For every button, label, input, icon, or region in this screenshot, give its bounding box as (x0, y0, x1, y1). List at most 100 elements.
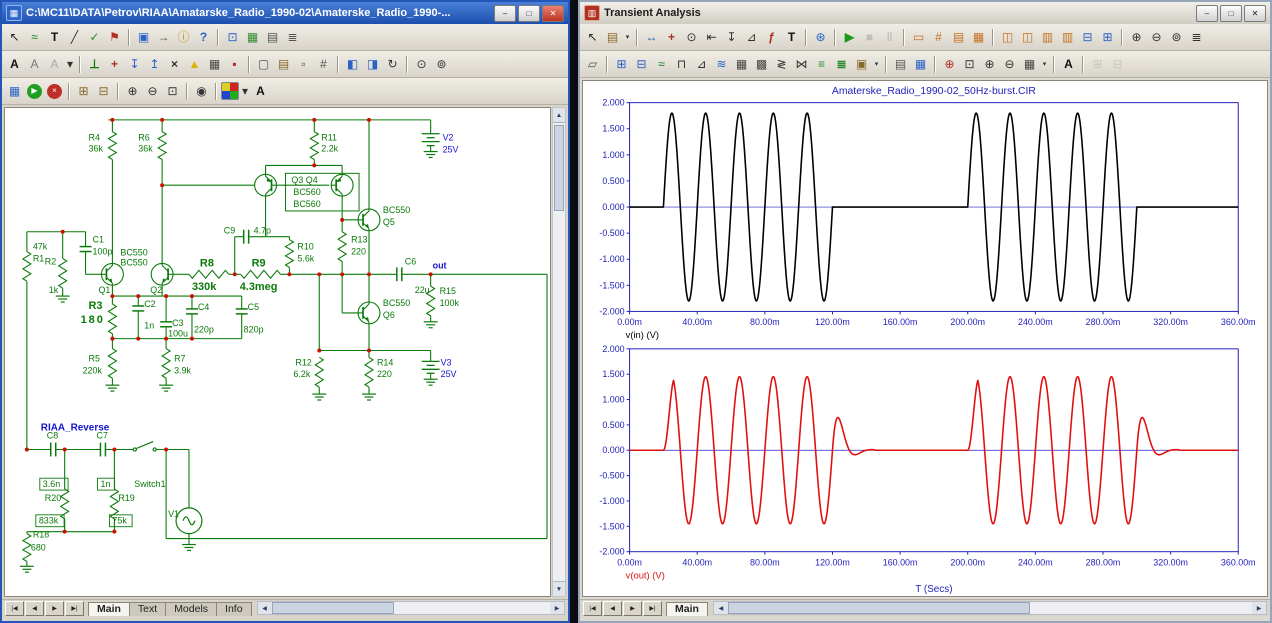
node-dot-icon[interactable]: ▪ (225, 55, 244, 74)
scale-mode-icon[interactable]: ↔ (642, 28, 661, 47)
minimize-button[interactable]: – (494, 5, 516, 22)
analysis-title-bar[interactable]: ▥ Transient Analysis – □ ✕ (580, 2, 1270, 24)
panel-two-icon[interactable]: ◫ (1018, 28, 1037, 47)
schematic-label[interactable]: 5.6k (297, 253, 314, 263)
schematic-label[interactable]: R7 (174, 353, 185, 363)
resistor[interactable] (23, 534, 31, 562)
fourier-icon[interactable]: ƒ (762, 28, 781, 47)
resistor[interactable] (59, 258, 67, 288)
overlay-plots-icon[interactable]: ⊟ (1078, 28, 1097, 47)
schematic-label[interactable]: R9 (252, 257, 266, 269)
open-file-icon[interactable]: ▤ (603, 28, 622, 47)
schematic-label[interactable]: 3.9k (174, 365, 191, 375)
schematic-label[interactable]: C1 (93, 235, 104, 245)
schematic-label[interactable]: 833k (39, 516, 59, 526)
horizontal-tag-icon[interactable]: ⇤ (702, 28, 721, 47)
graphics-mode-icon[interactable]: ╱ (65, 28, 84, 47)
clipboard-icon-dropdown[interactable]: ▾ (872, 55, 881, 74)
compare-icon[interactable]: ≷ (772, 55, 791, 74)
resistor[interactable] (61, 489, 69, 519)
find-next-icon[interactable]: ⊚ (432, 55, 451, 74)
delete-tool-icon[interactable]: × (165, 55, 184, 74)
schematic-label[interactable]: R18 (33, 530, 49, 540)
schematic-label[interactable]: 180 (81, 314, 105, 326)
text-mode-icon[interactable]: T (45, 28, 64, 47)
grid-toggle-icon[interactable]: ▦ (205, 55, 224, 74)
prev-tab-button[interactable]: ◀ (25, 601, 44, 616)
next-tab-button[interactable]: ▶ (623, 601, 642, 616)
schematic-label[interactable]: BC550 (383, 298, 410, 308)
last-tab-button[interactable]: ▶| (65, 601, 84, 616)
current-probe-icon[interactable]: ↧ (125, 55, 144, 74)
schematic-label[interactable]: R2 (45, 256, 56, 266)
grid-text-icon[interactable]: A (45, 55, 64, 74)
schematic-label[interactable]: R19 (118, 493, 134, 503)
slope-tag-icon[interactable]: ⊿ (742, 28, 761, 47)
battery[interactable] (422, 361, 440, 373)
resistor[interactable] (315, 357, 323, 387)
schematic-label[interactable]: 2.2k (321, 144, 338, 154)
schematic-label[interactable]: C4 (198, 302, 209, 312)
schematic-label[interactable]: C7 (96, 431, 107, 441)
schematic-label[interactable]: R10 (297, 242, 313, 252)
help-icon[interactable]: ? (194, 28, 213, 47)
schematic-label[interactable]: 100k (440, 298, 460, 308)
run-icon[interactable]: ▶ (840, 28, 859, 47)
capacitor[interactable] (236, 309, 248, 314)
split-plots-icon[interactable]: ⊞ (1098, 28, 1117, 47)
tab-main[interactable]: Main (666, 602, 708, 616)
select-mode-icon[interactable]: ↖ (5, 28, 24, 47)
flip-horizontal-icon[interactable]: ◧ (343, 55, 362, 74)
color-grid-icon[interactable] (221, 82, 239, 100)
schematic-label[interactable]: R12 (295, 357, 311, 367)
wire-mode-icon[interactable]: ≈ (25, 28, 44, 47)
zoom-in-icon[interactable]: ⊕ (123, 82, 142, 101)
schematic-label[interactable]: R20 (45, 493, 61, 503)
data-grid-icon[interactable]: ▦ (911, 55, 930, 74)
schematic-label[interactable]: out (433, 260, 447, 270)
schematic-label[interactable]: 25V (443, 145, 459, 155)
info-icon[interactable]: ⓘ (174, 28, 193, 47)
clipboard-icon[interactable]: ▣ (852, 55, 871, 74)
schematic-label[interactable]: R13 (351, 235, 367, 245)
ruler-icon[interactable]: ▤ (949, 28, 968, 47)
wave-plot-icon[interactable]: ≋ (712, 55, 731, 74)
tab-info[interactable]: Info (216, 602, 252, 616)
schematic-label[interactable]: 100u (168, 329, 188, 339)
flag-mode-icon[interactable]: ⚑ (105, 28, 124, 47)
schematic-label[interactable]: 680 (31, 542, 46, 552)
layers-all-icon[interactable]: ≣ (832, 55, 851, 74)
stop-analysis-icon[interactable]: × (47, 84, 62, 99)
step-box-icon[interactable]: → (154, 28, 173, 47)
schematic-label[interactable]: 22u (415, 285, 430, 295)
zoom-in-icon[interactable]: ⊕ (1127, 28, 1146, 47)
capacitor[interactable] (160, 322, 172, 327)
node-text-icon[interactable]: A (25, 55, 44, 74)
font-icon[interactable]: A (1059, 55, 1078, 74)
resistor[interactable] (158, 132, 166, 160)
capacitor[interactable] (80, 247, 92, 252)
schematic-label[interactable]: 1k (49, 285, 59, 295)
list-icon[interactable]: ≣ (1187, 28, 1206, 47)
transistor-npn[interactable] (358, 302, 380, 324)
hatch-plot-icon[interactable]: ▩ (752, 55, 771, 74)
grid-lines-icon[interactable]: ▦ (732, 55, 751, 74)
menu-list-icon[interactable]: ≣ (283, 28, 302, 47)
wires[interactable] (27, 120, 547, 566)
schematic-label[interactable]: 25V (441, 369, 457, 379)
schematic-label[interactable]: C8 (47, 431, 58, 441)
open-file-icon-dropdown[interactable]: ▾ (623, 28, 632, 47)
transistor-npn[interactable] (151, 263, 173, 285)
first-tab-button[interactable]: |◀ (583, 601, 602, 616)
grid-select-icon-dropdown[interactable]: ▾ (1040, 55, 1049, 74)
select-region-icon[interactable]: ▫ (294, 55, 313, 74)
image-icon[interactable]: ▦ (243, 28, 262, 47)
scroll-right-icon[interactable]: ▶ (550, 602, 564, 614)
next-tab-button[interactable]: ▶ (45, 601, 64, 616)
schematic-canvas[interactable]: R436kR636kR112.2kV225VQ3 Q4BC560BC560BC5… (4, 107, 551, 597)
select-icon[interactable]: ↖ (583, 28, 602, 47)
document-icon[interactable]: ▤ (891, 55, 910, 74)
capacitor[interactable] (100, 443, 105, 457)
zoom-area-icon[interactable]: ⊡ (163, 82, 182, 101)
schematic-label[interactable]: 4.7p (254, 226, 271, 236)
